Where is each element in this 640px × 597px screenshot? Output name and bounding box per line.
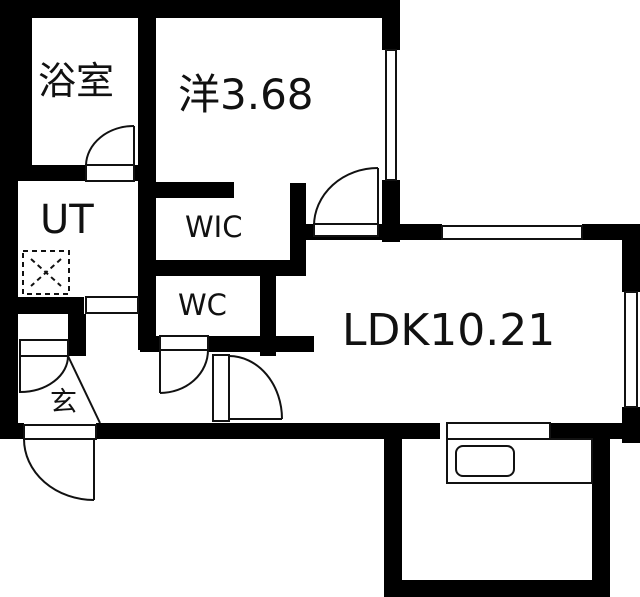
- windows: [385, 49, 638, 408]
- ldk-right-window: [624, 291, 638, 408]
- kitchen-counter: [446, 422, 593, 484]
- room-label-bath: 浴室: [38, 59, 115, 103]
- room-label-utility: UT: [40, 197, 94, 243]
- kitchen-sink-icon: [455, 445, 515, 477]
- room-label-wic: WIC: [185, 210, 243, 244]
- room-label-ldk: LDK10.21: [342, 305, 556, 356]
- washing-machine-space-icon: [22, 250, 70, 295]
- ldk-top-window: [441, 225, 583, 240]
- room-label-western: 洋3.68: [178, 70, 314, 119]
- western-room-window: [385, 49, 397, 181]
- room-label-entrance: 玄: [50, 387, 77, 418]
- doors: [19, 125, 379, 501]
- room-label-wc: WC: [178, 288, 227, 322]
